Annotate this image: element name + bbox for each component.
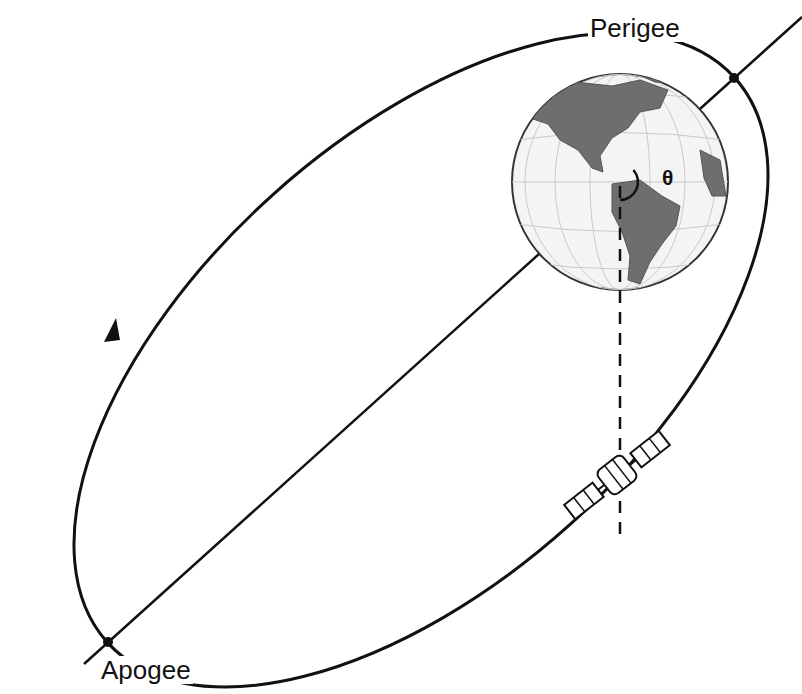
- apogee-point: [103, 637, 113, 647]
- apsis-line: [84, 17, 802, 664]
- perigee-point: [729, 73, 739, 83]
- angle-label: θ: [660, 166, 675, 189]
- satellite: [560, 426, 673, 524]
- direction-arrow: [104, 318, 120, 342]
- apogee-label: Apogee: [99, 656, 193, 684]
- angle-arc: [620, 170, 638, 200]
- perigee-label: Perigee: [588, 14, 682, 42]
